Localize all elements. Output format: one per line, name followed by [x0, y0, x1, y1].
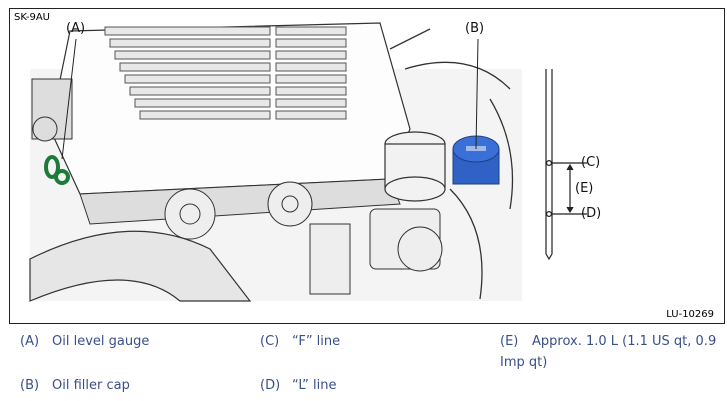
legend-item-d: (D) “L” line	[260, 375, 337, 396]
legend-key: (D)	[260, 378, 281, 393]
legend-key: (B)	[20, 378, 40, 393]
callout-a: (A)	[66, 21, 86, 36]
legend-key: (C)	[260, 334, 280, 349]
legend-item-b: (B) Oil filler cap	[20, 375, 130, 396]
callout-c: (C)	[581, 155, 601, 170]
legend-item-a: (A) Oil level gauge	[20, 331, 149, 352]
oil-filter	[384, 131, 446, 202]
callout-b: (B)	[465, 21, 485, 36]
dipstick-detail	[545, 69, 587, 261]
engine-cover	[49, 22, 411, 195]
legend-text: Oil level gauge	[52, 334, 150, 349]
callout-d: (D)	[581, 206, 602, 221]
legend-key: (A)	[20, 334, 40, 349]
oil-level-gauge-handle	[44, 155, 70, 185]
figure-id: LU-10269	[666, 309, 714, 320]
legend-key: (E)	[500, 334, 519, 349]
legend-item-c: (C) “F” line	[260, 331, 340, 352]
figure-code: SK-9AU	[14, 12, 50, 23]
legend-text: Oil filler cap	[52, 378, 130, 393]
callout-e: (E)	[575, 181, 594, 196]
legend-item-e: (E)Approx. 1.0 L (1.1 US qt, 0.9 Imp qt)	[500, 331, 722, 373]
legend-text: Approx. 1.0 L (1.1 US qt, 0.9 Imp qt)	[500, 334, 717, 370]
engine-diagram: SK-9AU	[9, 8, 725, 324]
legend-text: “F” line	[292, 334, 341, 349]
legend-text: “L” line	[292, 378, 337, 393]
intake-pipe	[29, 230, 252, 302]
engine-bay-illustration	[29, 22, 587, 302]
